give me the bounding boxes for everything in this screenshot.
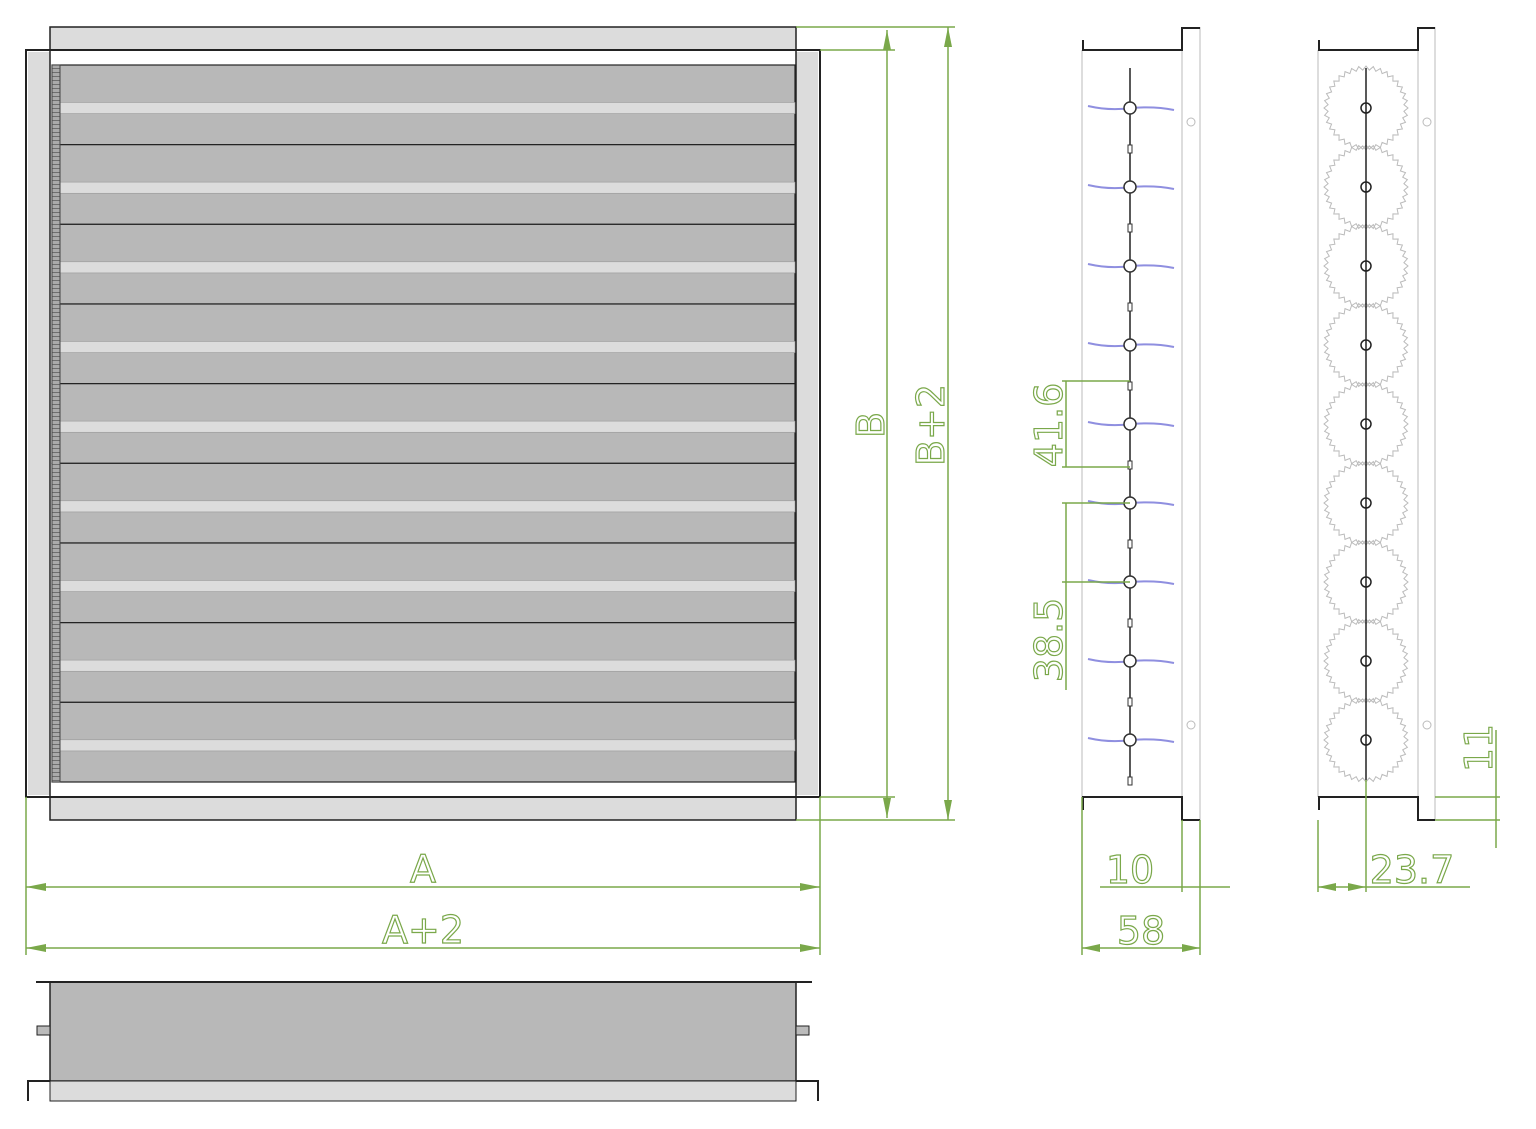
pivot-icon (1123, 654, 1137, 668)
blade-stripe (59, 181, 796, 194)
dim-flange: 10 (1106, 848, 1154, 892)
top-flange (49, 26, 797, 51)
dim-blade-span: 38.5 (1027, 598, 1071, 683)
pivot-icon (1123, 101, 1137, 115)
blade-stripe (59, 500, 796, 513)
side-view-2-dimensions: 23.7 11 (1317, 723, 1502, 893)
gear-icon (1323, 539, 1409, 625)
link-joint (1127, 618, 1133, 628)
gear-icon (1323, 697, 1409, 783)
link-joint (1127, 539, 1133, 549)
dim-depth: 58 (1117, 909, 1165, 953)
blade-stripe (59, 341, 796, 353)
front-view (25, 26, 821, 821)
pivot-icon (1123, 417, 1137, 431)
blade-stripe (59, 102, 796, 114)
pivot-icon (1123, 180, 1137, 194)
link-joint (1127, 144, 1133, 154)
gear-icon (1323, 460, 1409, 546)
right-side-strip (796, 52, 818, 795)
dim-height: B (849, 412, 893, 438)
blade-stripe (59, 261, 796, 274)
pivot-icon (1123, 338, 1137, 352)
side-view-gears (1317, 27, 1436, 821)
dim-gear-offset: 23.7 (1370, 848, 1455, 892)
blade-group (51, 64, 796, 783)
link-joint (1127, 223, 1133, 233)
dim-width: A (410, 847, 436, 891)
link-joint (1127, 381, 1133, 391)
link-joint (1127, 460, 1133, 470)
link-joint (1127, 697, 1133, 707)
gear-rack (51, 64, 61, 783)
dim-blade-pitch: 41.6 (1027, 383, 1071, 468)
link-joint (1127, 776, 1133, 786)
bottom-flange (49, 796, 797, 821)
blade-stripe (59, 580, 796, 592)
link-joint (1127, 302, 1133, 312)
blade-stripe (59, 420, 796, 433)
dim-height-plus: B+2 (909, 384, 953, 466)
side-view-linkage (1081, 27, 1201, 821)
gear-icon (1323, 381, 1409, 467)
blade-stripe (59, 739, 796, 752)
bottom-view (27, 981, 819, 1102)
gear-icon (1323, 65, 1409, 151)
side-view-1-dimensions: 41.6 38.5 10 58 (1026, 380, 1230, 955)
dim-width-plus: A+2 (382, 908, 464, 952)
front-dimensions: B B+2 A A+2 (25, 26, 955, 955)
gear-icon (1323, 223, 1409, 309)
left-side-strip (28, 52, 50, 795)
gear-icon (1323, 302, 1409, 388)
gear-icon (1323, 618, 1409, 704)
blade-stripe (59, 659, 796, 672)
pivot-icon (1123, 733, 1137, 747)
gear-icon (1323, 144, 1409, 230)
pivot-icon (1123, 259, 1137, 273)
dim-lip: 11 (1457, 724, 1501, 772)
